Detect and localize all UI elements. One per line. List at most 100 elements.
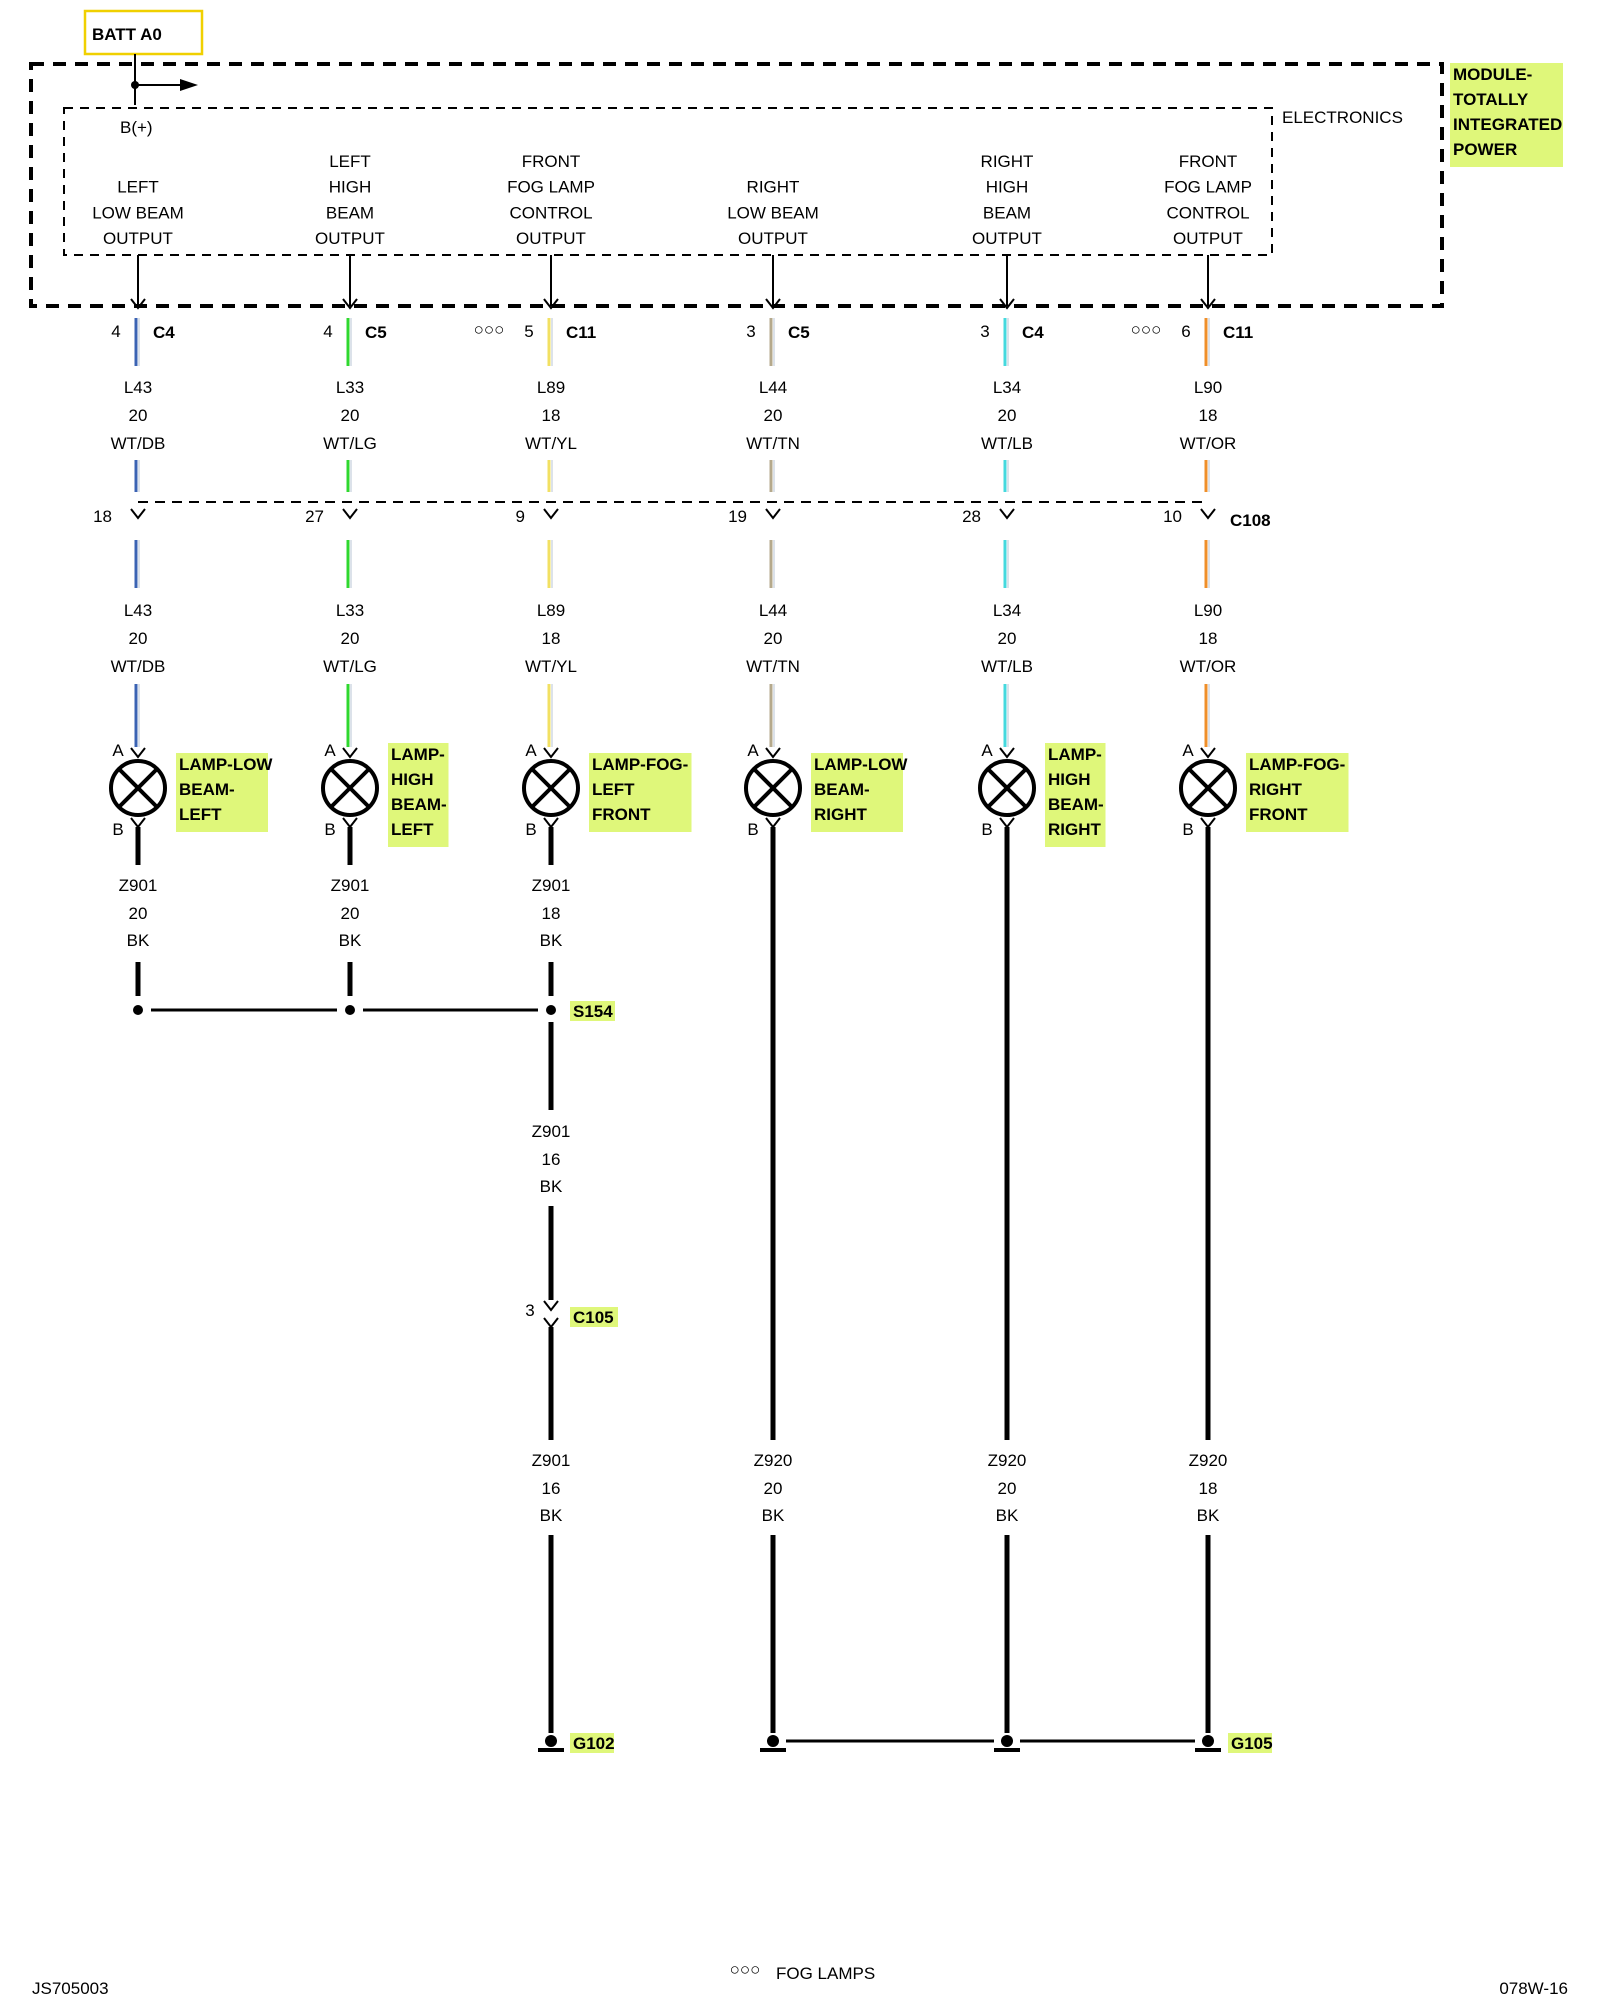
lamp-2-name-line-1: LEFT [592, 780, 635, 799]
circuit-top-gauge-5: 18 [1199, 406, 1218, 425]
lamp-pin-a-2: A [525, 741, 537, 760]
c108-pin-1: 27 [305, 507, 324, 526]
lamp-0-name-line-2: LEFT [179, 805, 222, 824]
after-c105-id: Z901 [532, 1451, 571, 1470]
ground-left-gauge-2: 18 [542, 904, 561, 923]
output-2-line-0: FRONT [522, 152, 581, 171]
circuit-top-color-4: WT/LB [981, 434, 1033, 453]
c108-connector-5 [1200, 508, 1216, 520]
splice-node-1 [345, 1005, 355, 1015]
lamp-pin-b-0: B [112, 820, 123, 839]
circuit-bottom-id-1: L33 [336, 601, 364, 620]
lamp-0-name-highlight [176, 753, 268, 832]
ground-left-color-0: BK [127, 931, 150, 950]
lamp-1-name-line-1: HIGH [391, 770, 434, 789]
circuit-bottom-color-4: WT/LB [981, 657, 1033, 676]
lamp-1-cross-b [329, 767, 371, 809]
output-5-line-1: FOG LAMP [1164, 178, 1252, 197]
c108-connector-0 [130, 508, 146, 520]
labels: BATT A0B(+)ELECTRONICSMODULE-TOTALLYINTE… [32, 25, 1568, 1998]
c108-connector-3 [765, 508, 781, 520]
ground-right-color-1: BK [996, 1506, 1019, 1525]
lamp-b-connector-1 [342, 817, 358, 829]
lamp-b-connector-5 [1200, 817, 1216, 829]
lamp-5-name-line-0: LAMP-FOG- [1249, 755, 1345, 774]
lamp-1-name-highlight [388, 743, 449, 847]
circuit-top-color-0: WT/DB [111, 434, 166, 453]
circuit-bottom-id-5: L90 [1194, 601, 1222, 620]
lamp-3-name-line-0: LAMP-LOW [814, 755, 908, 774]
circuit-top-gauge-1: 20 [341, 406, 360, 425]
c108-pin-3: 19 [728, 507, 747, 526]
ground-right-gauge-0: 20 [764, 1479, 783, 1498]
module-conn-5: C11 [1223, 323, 1253, 342]
circuit-top-gauge-0: 20 [129, 406, 148, 425]
circuit-bottom-gauge-2: 18 [542, 629, 561, 648]
electronics-label: ELECTRONICS [1282, 108, 1403, 127]
circuit-top-gauge-2: 18 [542, 406, 561, 425]
output-2-line-3: OUTPUT [516, 229, 586, 248]
circuit-top-gauge-3: 20 [764, 406, 783, 425]
symbols [109, 79, 1237, 1752]
circuit-bottom-id-2: L89 [537, 601, 565, 620]
lamp-0-name-line-1: BEAM- [179, 780, 235, 799]
output-5-line-0: FRONT [1179, 152, 1238, 171]
batt-arrow-head [180, 79, 198, 91]
circuit-bottom-color-2: WT/YL [525, 657, 577, 676]
g102-node [545, 1735, 557, 1747]
lamp-5-name-line-2: FRONT [1249, 805, 1308, 824]
module-pin-5: 6 [1181, 322, 1190, 341]
circuit-top-id-1: L33 [336, 378, 364, 397]
module-conn-2: C11 [566, 323, 596, 342]
output-4-line-1: HIGH [986, 178, 1029, 197]
lamp-a-connector-1 [342, 747, 358, 759]
module-name-highlight [1450, 63, 1563, 167]
c108-pin-2: 9 [516, 507, 525, 526]
module-connector-3 [765, 298, 781, 310]
ground-left-id-0: Z901 [119, 876, 158, 895]
lamp-1-name-line-2: BEAM- [391, 795, 447, 814]
c105-pin: 3 [525, 1301, 534, 1320]
lamp-2-name-line-0: LAMP-FOG- [592, 755, 688, 774]
fog-symbol-5: ○○○ [1131, 320, 1162, 339]
lamp-a-connector-0 [130, 747, 146, 759]
circuit-top-color-1: WT/LG [323, 434, 377, 453]
module-name-line-1: TOTALLY [1453, 90, 1529, 109]
circuit-bottom-color-0: WT/DB [111, 657, 166, 676]
footer-center: FOG LAMPS [776, 1964, 875, 1983]
lamp-b-connector-3 [765, 817, 781, 829]
ground-left-gauge-0: 20 [129, 904, 148, 923]
lamp-pin-a-5: A [1182, 741, 1194, 760]
lamp-b-connector-0 [130, 817, 146, 829]
ground-left-color-1: BK [339, 931, 362, 950]
lamp-pin-b-1: B [324, 820, 335, 839]
circuit-bottom-gauge-3: 20 [764, 629, 783, 648]
lamp-4-name-highlight [1045, 743, 1106, 847]
c108-connector-1 [342, 508, 358, 520]
g105-label: G105 [1231, 1734, 1273, 1753]
module-pin-1: 4 [323, 322, 332, 341]
circuit-top-color-3: WT/TN [746, 434, 800, 453]
output-4-line-3: OUTPUT [972, 229, 1042, 248]
bplus-label: B(+) [120, 118, 153, 137]
module-name-line-3: POWER [1453, 140, 1517, 159]
module-connector-0 [130, 298, 146, 310]
lamp-0-cross-b [117, 767, 159, 809]
after-c105-color: BK [540, 1506, 563, 1525]
g105-highlight [1228, 1733, 1272, 1753]
module-conn-0: C4 [153, 323, 175, 342]
lamp-3-name-line-2: RIGHT [814, 805, 868, 824]
g102-highlight [570, 1733, 614, 1753]
circuit-bottom-gauge-1: 20 [341, 629, 360, 648]
output-1-line-0: LEFT [329, 152, 371, 171]
circuit-bottom-gauge-5: 18 [1199, 629, 1218, 648]
frames [29, 9, 1444, 308]
tipm-module-frame [29, 62, 1444, 308]
lamp-4-name-line-2: BEAM- [1048, 795, 1104, 814]
ground-right-id-2: Z920 [1189, 1451, 1228, 1470]
g102-label: G102 [573, 1734, 615, 1753]
lamp-3-cross-b [752, 767, 794, 809]
lamp-4-cross-b [986, 767, 1028, 809]
splice-node-2 [546, 1005, 556, 1015]
after-c105-gauge: 16 [542, 1479, 561, 1498]
